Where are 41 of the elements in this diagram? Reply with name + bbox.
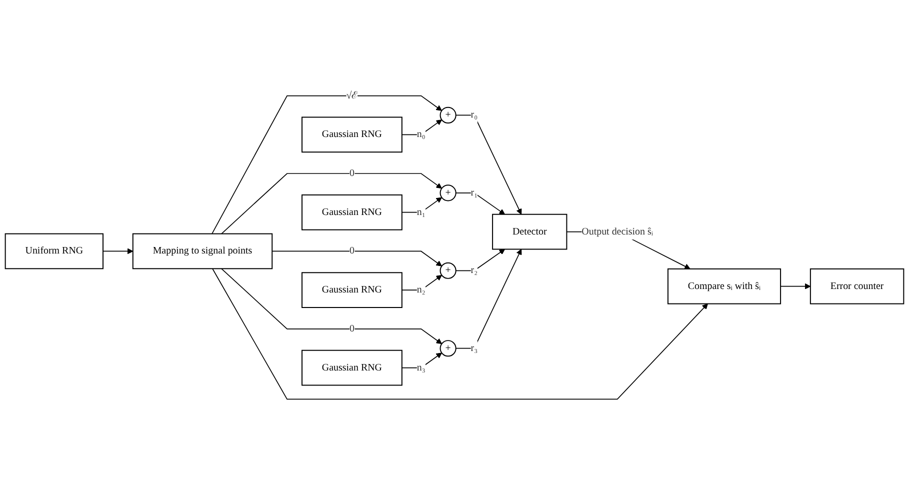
arrow [455, 192, 506, 214]
node-box: Detector [492, 214, 568, 250]
arrow [212, 95, 442, 234]
edge-label: r₁ [470, 187, 478, 198]
edge-label: √ℰ [346, 90, 358, 101]
node-circle: + [440, 262, 456, 279]
edge-label: r₂ [470, 264, 478, 276]
edge-label: n₀ [416, 128, 426, 140]
arrow [212, 268, 708, 400]
node-box: Gaussian RNG [302, 116, 402, 152]
arrow [455, 114, 522, 214]
arrow [102, 248, 134, 254]
edge-label: 0 [349, 245, 354, 256]
arrow [402, 274, 442, 290]
arrow [402, 119, 442, 135]
node-circle: + [440, 106, 456, 124]
edge-label: n₁ [416, 206, 426, 218]
node-box: Error counter [810, 268, 904, 304]
node-box: Compare sᵢ with ŝᵢ [667, 268, 782, 304]
edge-label: Output decision ŝᵢ [582, 226, 654, 237]
arrow [455, 248, 522, 349]
arrow [780, 283, 811, 289]
edge-label: 0 [349, 323, 354, 334]
node-box: Gaussian RNG [302, 350, 402, 386]
node-box: Gaussian RNG [302, 272, 402, 308]
edge-label: n₃ [416, 362, 426, 373]
arrow [272, 250, 442, 266]
edge-label: r₀ [470, 109, 478, 120]
node-box: Uniform RNG [4, 233, 104, 269]
arrow [221, 268, 442, 344]
node-box: Gaussian RNG [302, 194, 402, 230]
edge-label: r₃ [470, 342, 478, 354]
node-circle: + [440, 184, 456, 201]
edge-label: 0 [349, 168, 354, 178]
edge-label: n₂ [416, 284, 426, 295]
arrow [402, 352, 442, 368]
node-box: Mapping to signal points [132, 233, 273, 269]
node-circle: + [440, 340, 456, 356]
arrow [402, 196, 442, 213]
arrow [455, 248, 506, 271]
arrow [221, 172, 442, 234]
